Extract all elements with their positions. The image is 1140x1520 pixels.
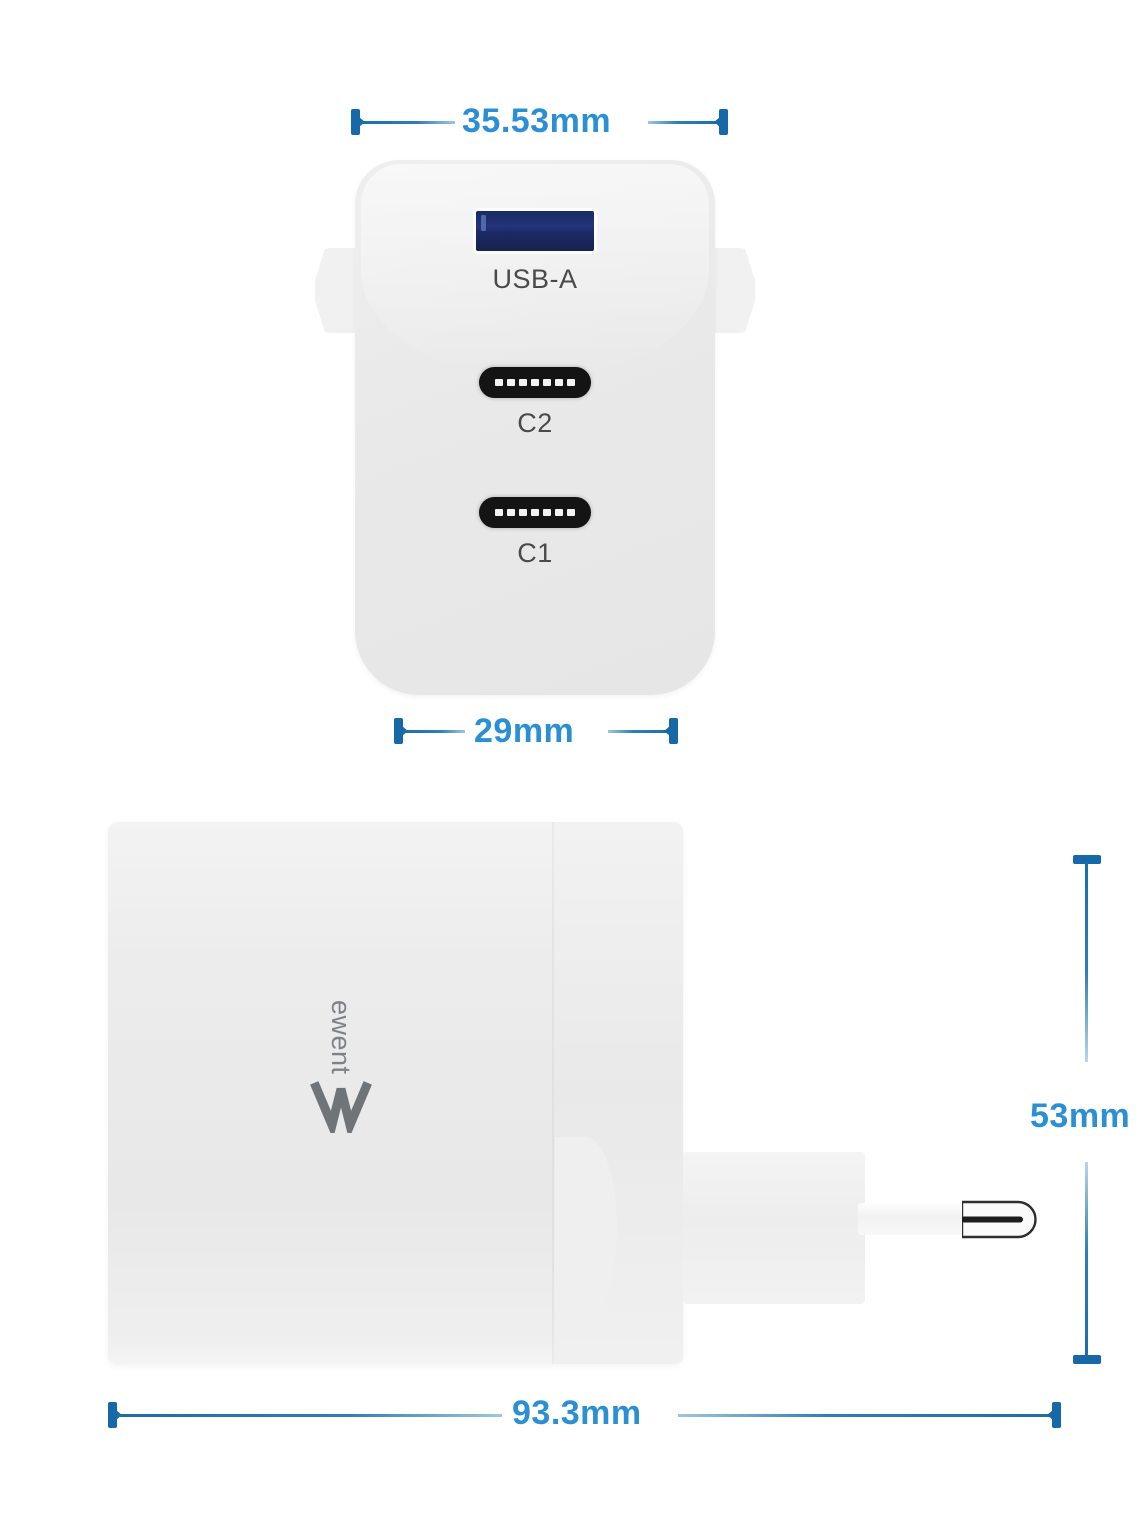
dimension-line-top-segment [1085, 862, 1088, 1062]
dimension-line-right-segment [608, 730, 670, 733]
usb-c-pin [555, 509, 563, 516]
usb-c-pin [567, 379, 575, 386]
usb-c-pin [531, 509, 539, 516]
plug-pin-tip-icon [962, 1200, 1037, 1239]
usb-c-pin [519, 379, 527, 386]
usb-a-port-label: USB-A [492, 264, 578, 294]
dimension-endcap-left [108, 1402, 117, 1428]
usb-c-pin [507, 509, 515, 516]
plug-base-block [683, 1152, 865, 1304]
plug-pin-shaft [858, 1203, 970, 1235]
dimension-endcap-bottom [1073, 1355, 1101, 1364]
usb-c-pin [555, 379, 563, 386]
dimension-line-left-segment [117, 1414, 502, 1417]
brand-logo: ewent [266, 1000, 416, 1150]
dimension-label-width-top: 35.53mm [462, 102, 612, 140]
plug-prong-shadow-right [709, 248, 755, 333]
usb-c-pin [495, 509, 503, 516]
dimension-line-right-segment [678, 1414, 1053, 1417]
usb-c-pin [543, 509, 551, 516]
usb-c-pin [519, 509, 527, 516]
usb-c-pin [531, 379, 539, 386]
front-face-view: USB-A C2 C1 [315, 160, 755, 695]
usb-c-port-c1-label: C1 [517, 538, 553, 568]
dimension-endcap-right [719, 109, 728, 135]
brand-logo-text: ewent [326, 1000, 357, 1075]
brand-logo-zigzag-mark [310, 1080, 372, 1133]
usb-c-port-c2-icon [479, 367, 591, 398]
usb-c-pin [495, 379, 503, 386]
dimension-label-height-side: 53mm [1030, 1097, 1131, 1135]
charger-body-seam [552, 822, 554, 1364]
dimension-line-bottom-segment [1085, 1162, 1088, 1358]
dimension-endcap-top [1073, 855, 1101, 864]
dimension-line-left-segment [360, 121, 455, 124]
usb-c-pin [567, 509, 575, 516]
dimension-label-length-side: 93.3mm [512, 1394, 642, 1432]
plug-base-bump [555, 1137, 617, 1317]
usb-c-pin [543, 379, 551, 386]
dimension-endcap-right [1052, 1402, 1061, 1428]
dimension-endcap-left [394, 718, 403, 744]
usb-c-port-c2-label: C2 [517, 408, 553, 438]
usb-c-port-c1-icon [479, 497, 591, 528]
plug-prong-shadow-left [315, 248, 361, 333]
dimension-endcap-left [351, 109, 360, 135]
dimension-line-left-segment [403, 730, 465, 733]
usb-c-pin [507, 379, 515, 386]
dimension-line-right-segment [648, 121, 720, 124]
dimension-endcap-right [669, 718, 678, 744]
usb-a-port-icon [473, 208, 597, 254]
dimension-label-width-bottom: 29mm [474, 712, 575, 750]
